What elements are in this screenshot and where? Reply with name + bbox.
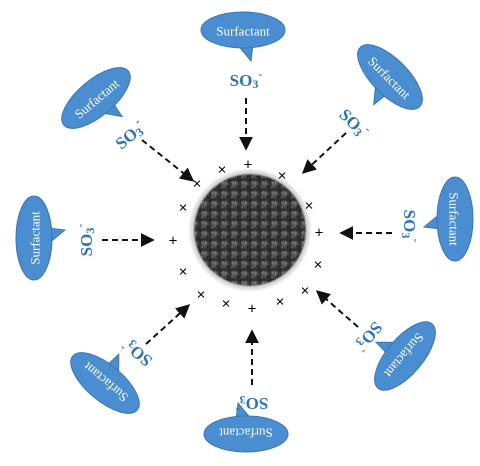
surfactant-bubble-1: Surfactant	[61, 67, 131, 129]
surfactant-bubble-7: Surfactant	[203, 401, 289, 453]
surfactant-label: Surfactant	[28, 211, 43, 265]
svg-text:SO3-: SO3-	[109, 115, 149, 154]
surfactant-bubble-0: Surfactant	[200, 11, 286, 63]
adsorption-arrow-6	[315, 290, 359, 328]
svg-text:SO3-: SO3-	[399, 210, 423, 243]
surface-charge-6: ×	[276, 294, 285, 311]
sulfonate-label-7: SO3-	[236, 393, 269, 417]
surfactant-bubble-4: Surfactant	[422, 176, 474, 262]
sulfonate-label-1: SO3-	[109, 115, 149, 154]
surface-charge-9: ×	[197, 287, 206, 304]
surface-charge-2: ×	[305, 198, 314, 215]
surfactant-units: SurfactantSO3-SurfactantSO3-SurfactantSO…	[15, 11, 474, 453]
surfactant-label: Surfactant	[219, 426, 273, 441]
sulfonate-label-4: SO3-	[399, 210, 423, 243]
surface-charge-4: ×	[314, 257, 323, 274]
sulfonate-label-0: SO3-	[230, 67, 263, 91]
surfactant-label: Surfactant	[447, 192, 462, 246]
surfactant-label: Surfactant	[216, 24, 270, 39]
surface-charge-13: ×	[193, 176, 202, 193]
svg-text:SO3-: SO3-	[350, 317, 389, 357]
surface-charges: +××+×××+×××+×××	[169, 157, 324, 318]
svg-text:SO3-: SO3-	[236, 393, 269, 417]
surface-charge-14: ×	[218, 162, 227, 179]
adsorption-arrow-2	[301, 132, 347, 174]
surface-charge-11: +	[169, 233, 178, 250]
surfactant-bubble-3: Surfactant	[15, 195, 67, 281]
sulfonate-label-3: SO3-	[73, 224, 97, 257]
sulfonate-label-6: SO3-	[350, 317, 389, 358]
surface-charge-10: ×	[179, 264, 188, 281]
surface-charge-0: +	[244, 157, 253, 174]
adsorption-arrows	[102, 98, 392, 385]
surface-charge-7: +	[248, 301, 257, 318]
adsorption-arrow-5	[145, 304, 191, 345]
nanoparticle	[190, 170, 310, 290]
adsorption-arrow-1	[141, 139, 195, 182]
svg-text:SO3-: SO3-	[335, 102, 375, 142]
svg-text:SO3-: SO3-	[116, 334, 156, 373]
svg-text:SO3-: SO3-	[230, 67, 263, 91]
surface-charge-5: ×	[301, 283, 310, 300]
surface-charge-8: ×	[222, 296, 231, 313]
sulfonate-label-2: SO3-	[335, 102, 375, 142]
surface-charge-1: ×	[278, 168, 287, 185]
surface-charge-3: +	[315, 225, 324, 242]
surface-charge-12: ×	[179, 200, 188, 217]
sulfonate-label-5: SO3-	[116, 334, 156, 373]
svg-text:SO3-: SO3-	[73, 224, 97, 257]
